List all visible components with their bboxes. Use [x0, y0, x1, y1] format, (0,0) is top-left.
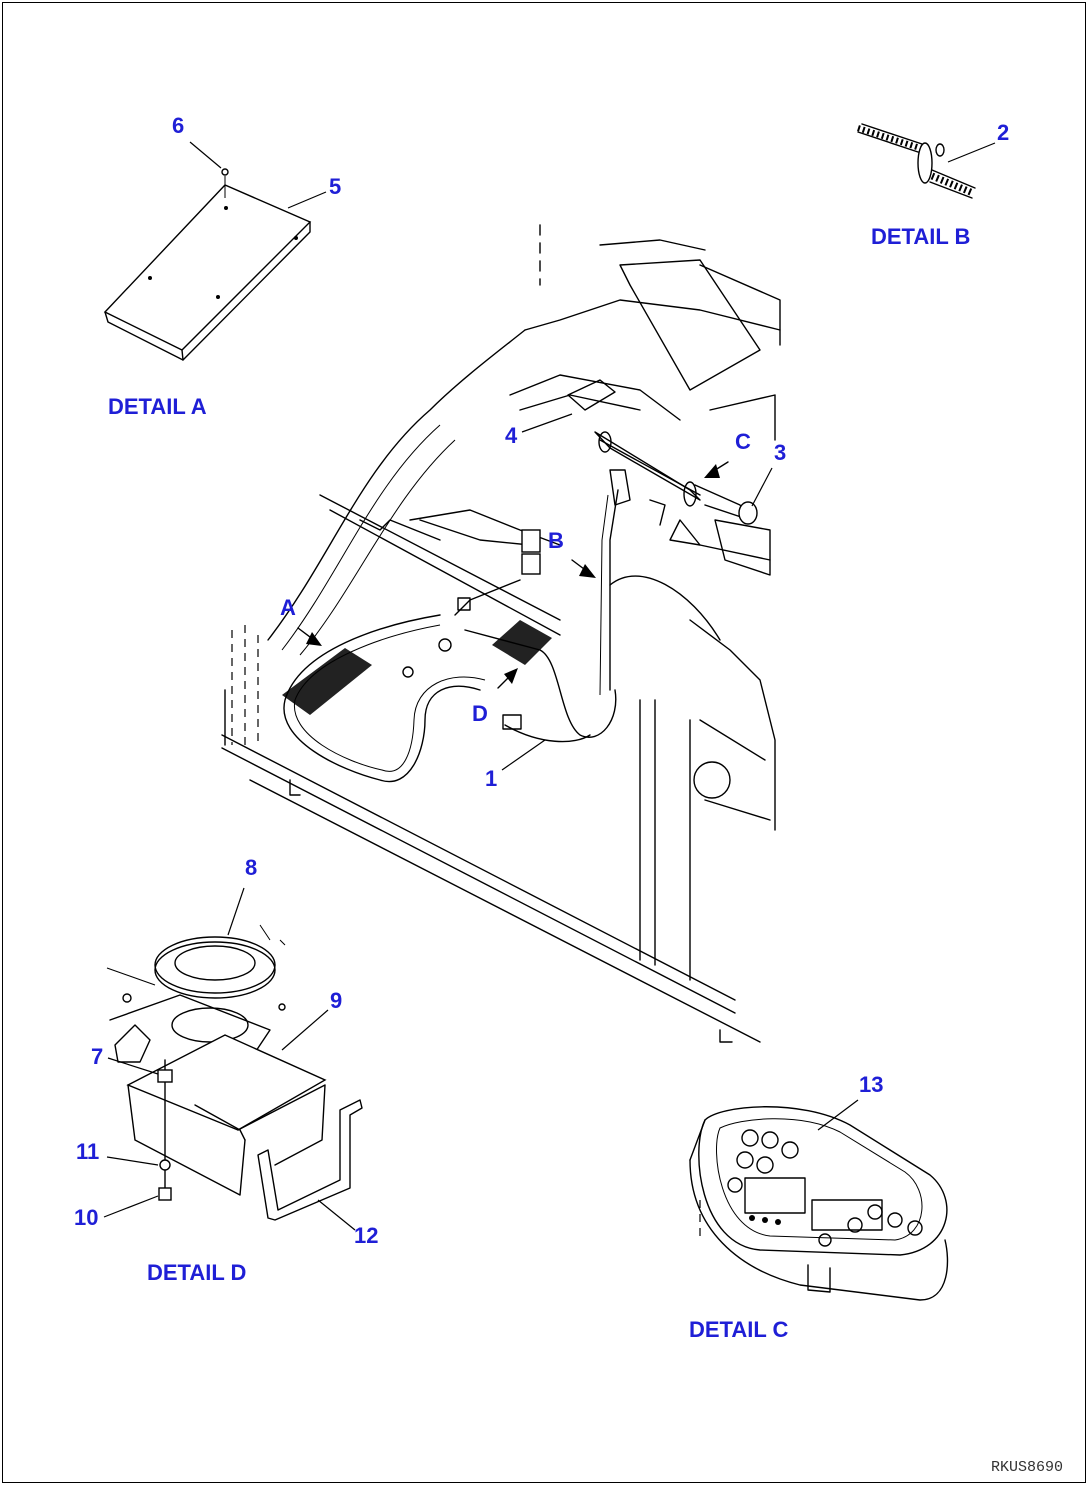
- detail-a-label: DETAIL A: [108, 394, 207, 419]
- relay-block: [521, 529, 541, 575]
- harness-clip-part-2: [857, 123, 976, 199]
- drawing-code: RKUS8690: [991, 1459, 1064, 1476]
- floor-mat-left: [282, 648, 372, 715]
- leader-4: [521, 413, 573, 433]
- part-number-10: 10: [74, 1205, 99, 1230]
- wiring-harness-part-1: [283, 489, 619, 783]
- part-number-5: 5: [329, 174, 342, 199]
- leader-9: [281, 1009, 329, 1051]
- floor-mat-right: [492, 620, 552, 665]
- part-number-1: 1: [485, 766, 498, 791]
- view-arrow-a: [297, 627, 322, 646]
- part-number-9: 9: [330, 988, 343, 1013]
- leader-8: [227, 887, 245, 936]
- leader-1: [501, 739, 546, 771]
- cover-plate-part-5: [103, 184, 312, 361]
- bolt-part-10: [157, 1059, 173, 1201]
- view-arrow-d: [497, 668, 518, 689]
- cab-frame: [221, 224, 781, 1043]
- detail-b-label: DETAIL B: [871, 224, 971, 249]
- view-arrow-c: [704, 461, 729, 478]
- view-letter-c: C: [735, 429, 751, 454]
- leader-7: [107, 1057, 159, 1075]
- view-arrow-b: [571, 559, 596, 578]
- detail-c-label: DETAIL C: [689, 1317, 789, 1342]
- part-number-12: 12: [354, 1223, 379, 1248]
- steering-column-connector: [567, 379, 758, 546]
- part-number-13: 13: [859, 1072, 884, 1097]
- leader-6: [189, 141, 222, 169]
- leader-2: [947, 142, 996, 163]
- leader-12: [317, 1199, 356, 1231]
- leader-3: [751, 467, 773, 507]
- view-letter-a: A: [280, 595, 296, 620]
- speaker-part-8: [106, 924, 286, 999]
- leader-13: [817, 1099, 859, 1131]
- detail-d-label: DETAIL D: [147, 1260, 247, 1285]
- view-letter-b: B: [548, 528, 564, 553]
- part-number-2: 2: [997, 120, 1010, 145]
- part-number-7: 7: [91, 1044, 104, 1069]
- monitor-panel-part-13: [689, 1106, 949, 1301]
- screw-part-6: [221, 168, 229, 198]
- view-letter-d: D: [472, 701, 488, 726]
- part-number-8: 8: [245, 855, 258, 880]
- part-number-4: 4: [505, 423, 518, 448]
- rod-part-12: [257, 1099, 363, 1221]
- leader-11: [106, 1156, 159, 1166]
- leader-5: [287, 191, 327, 209]
- bracket-part-9: [126, 1034, 327, 1196]
- part-number-11: 11: [76, 1139, 100, 1164]
- part-number-3: 3: [774, 440, 787, 465]
- leader-10: [103, 1195, 159, 1218]
- part-number-6: 6: [172, 113, 185, 138]
